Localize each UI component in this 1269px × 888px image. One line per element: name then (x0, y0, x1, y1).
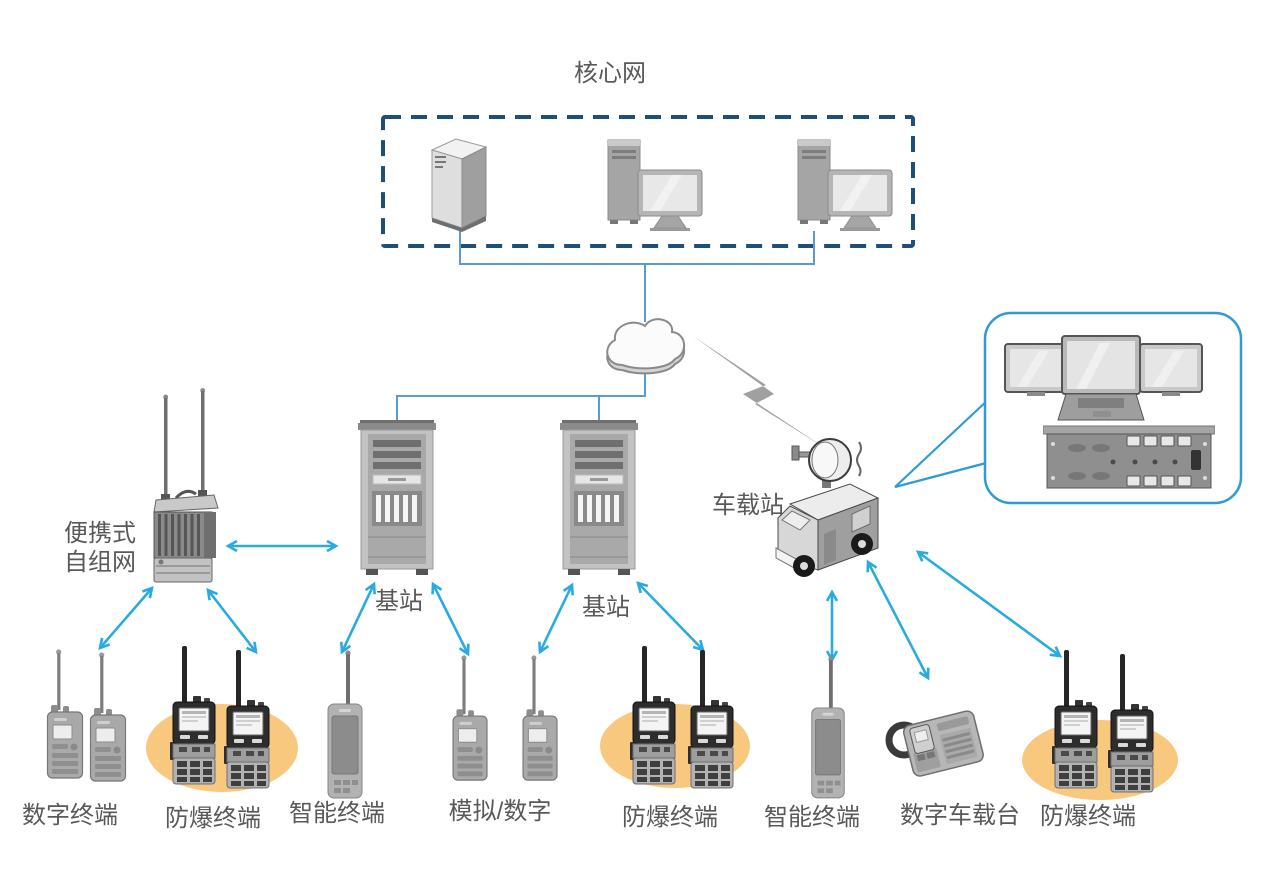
arrow-base-station-2-to-explosion-proof-2 (636, 581, 705, 652)
explosion-proof-radio-2a-icon (628, 646, 680, 788)
core-workstation-2-icon (788, 138, 896, 232)
digital-vehicle-radio-icon (882, 698, 990, 786)
portable-adhoc-label: 便携式 自组网 (64, 520, 136, 578)
callout-monitor-right-icon (1138, 342, 1204, 400)
terminal-label-explosion-proof-2: 防爆终端 (622, 804, 718, 831)
terminal-label-smart-1: 智能终端 (289, 800, 385, 827)
arrow-vehicle-to-vehicle-radio (866, 559, 930, 681)
link-core-devices (459, 230, 815, 265)
arrow-vehicle-to-explosion-proof-3 (915, 550, 1063, 658)
terminal-label-explosion-proof-3: 防爆终端 (1040, 803, 1136, 830)
wireless-lightning-icon (693, 336, 828, 450)
terminal-label-explosion-proof-1: 防爆终端 (165, 805, 261, 832)
analog-digital-radio-1-icon (449, 654, 493, 784)
network-cloud-icon (598, 313, 690, 377)
explosion-proof-radio-3b-icon (1106, 654, 1158, 796)
base-station-2-label: 基站 (582, 594, 630, 621)
callout-laptop-icon (1056, 334, 1146, 426)
base-station-1-label: 基站 (375, 588, 423, 615)
core-network-boundary-box (381, 115, 915, 248)
smart-terminal-2-icon (806, 656, 850, 802)
explosion-proof-radio-2b-icon (686, 650, 738, 792)
link-cloud-to-base-station-1 (396, 371, 646, 424)
callout-rack-unit-icon (1043, 424, 1215, 492)
arrow-base-station-1-to-analog-digital (431, 581, 470, 657)
callout-pointer-top (894, 397, 991, 488)
terminal-label-digital: 数字终端 (22, 802, 118, 829)
arrow-base-station-2-to-analog-digital (538, 582, 574, 655)
core-network-label: 核心网 (574, 60, 646, 87)
digital-terminal-radio-1-icon (44, 648, 88, 782)
core-workstation-1-icon (598, 138, 706, 232)
terminal-label-analog-digital: 模拟/数字 (448, 798, 552, 825)
smart-terminal-1-icon (322, 650, 368, 802)
vehicle-station-label: 车载站 (712, 492, 784, 519)
explosion-proof-radio-3a-icon (1050, 650, 1102, 792)
digital-terminal-radio-2-icon (87, 651, 131, 785)
explosion-proof-radio-1b-icon (222, 650, 274, 792)
core-server-tower-icon (422, 134, 494, 232)
analog-digital-radio-2-icon (519, 654, 563, 784)
explosion-proof-radio-1a-icon (168, 646, 220, 788)
terminal-label-smart-2: 智能终端 (764, 804, 860, 831)
base-station-2-icon (560, 418, 638, 580)
portable-adhoc-label-line1: 便携式 (64, 520, 136, 547)
callout-pointer-bottom (894, 460, 991, 489)
arrow-base-station-1-to-smart-terminal-1 (340, 581, 376, 655)
portable-adhoc-label-line2: 自组网 (64, 548, 136, 576)
base-station-1-icon (358, 418, 436, 580)
terminal-label-vehicle-radio: 数字车载台 (900, 802, 1020, 829)
portable-adhoc-device-icon (148, 388, 223, 590)
arrow-portable-to-explosion-proof-1 (206, 587, 258, 655)
arrow-portable-to-digital-terminal (98, 585, 154, 651)
